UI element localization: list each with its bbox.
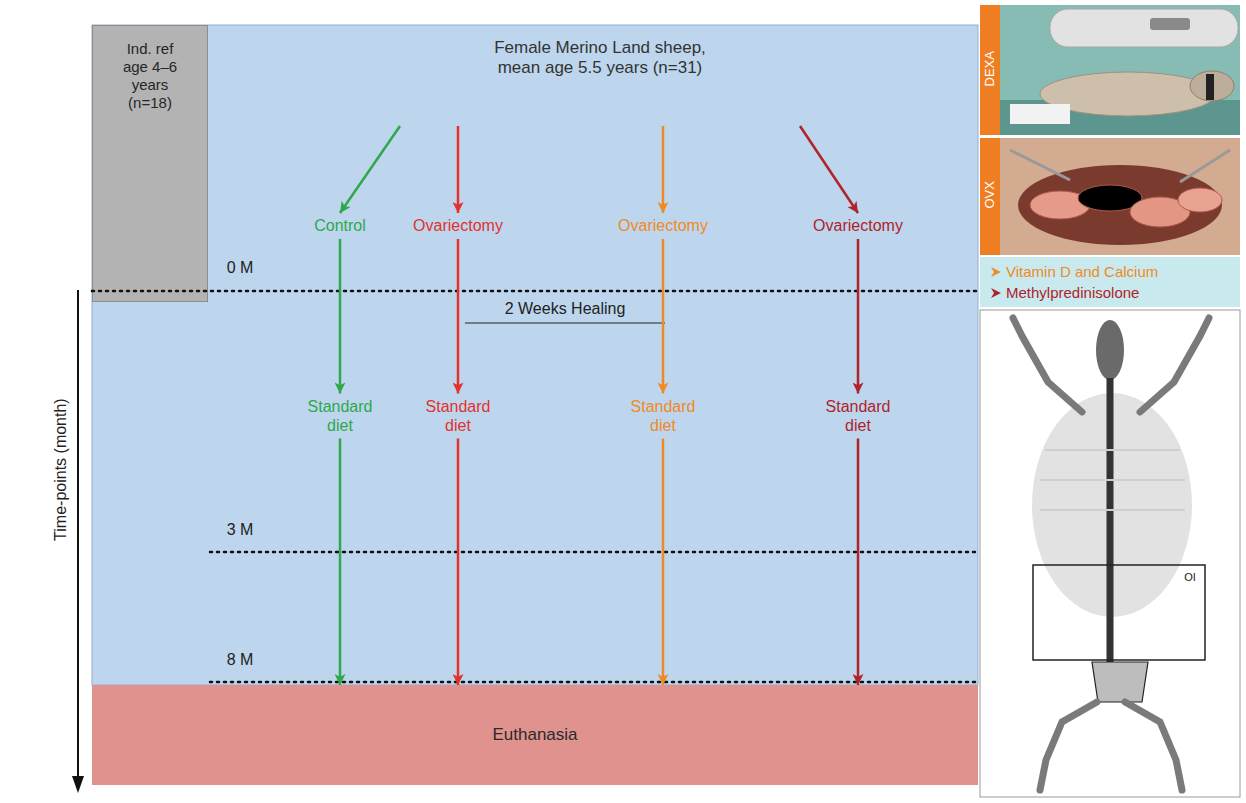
diet-label: Standard diet: [414, 394, 502, 439]
diet-label: Standard diet: [619, 394, 707, 439]
cloth: [1010, 104, 1070, 124]
group-label: Ovariectomy: [408, 213, 508, 239]
rib: [1045, 449, 1180, 451]
method-tab: OVX: [980, 138, 1000, 255]
diet-label-text: Standard diet: [819, 397, 897, 435]
reference-group-box: Ind. ref age 4–6 years (n=18): [92, 25, 208, 302]
method-tab-text: DEXA: [982, 51, 998, 86]
legend-text: Vitamin D and Calcium: [1006, 263, 1158, 280]
flow-arrow: [339, 439, 342, 686]
strap: [1206, 74, 1214, 100]
instrument: [1010, 150, 1070, 180]
method-tab-text: OVX: [982, 181, 998, 208]
photo-ground: [1000, 138, 1240, 255]
ovx-photo: [1000, 138, 1240, 255]
time-point-label: 8 M: [227, 650, 254, 669]
flow-arrow: [457, 126, 460, 213]
group-label: Ovariectomy: [808, 213, 908, 239]
photo-ground: [1000, 5, 1240, 135]
flow-arrow: [340, 126, 400, 213]
phase-label: 2 Weeks Healing: [505, 299, 626, 318]
diet-label-text: Standard diet: [624, 397, 702, 435]
legend-swatch: [990, 266, 1002, 278]
axis-title: Time-points (month): [50, 399, 69, 542]
flow-arrow: [857, 439, 860, 686]
time-point-label: 0 M: [227, 258, 254, 277]
scanner-panel: [1150, 18, 1190, 30]
hind-leg: [1125, 702, 1182, 790]
cohort-heading-text: Female Merino Land sheep, mean age 5.5 y…: [475, 38, 725, 79]
legend-row: Vitamin D and Calcium: [990, 261, 1158, 282]
lumbar-roi: [1033, 565, 1205, 660]
time-point-line: [92, 290, 208, 293]
fore-leg: [1140, 318, 1209, 412]
diet-label: Standard diet: [296, 394, 384, 439]
flow-arrow: [339, 239, 342, 394]
legend-text: Methylpredinisolone: [1006, 284, 1139, 301]
group-label: Control: [309, 213, 371, 239]
flow-arrow: [662, 126, 665, 213]
group-label-text: Ovariectomy: [813, 216, 903, 235]
roi-number: OI: [1184, 571, 1196, 584]
reference-group-box-text: Ind. ref age 4–6 years (n=18): [117, 40, 183, 112]
hind-leg: [1040, 702, 1097, 790]
fore-leg: [1013, 318, 1082, 412]
method-tab: DEXA: [980, 5, 1000, 135]
incision: [1018, 165, 1222, 245]
sheep-skull: [1096, 320, 1124, 380]
euthanasia-band: Euthanasia: [92, 685, 978, 785]
diet-label-text: Standard diet: [419, 397, 497, 435]
group-label-text: Ovariectomy: [413, 216, 503, 235]
legend-swatch-shape: [991, 288, 1001, 298]
legend-row: Methylpredinisolone: [990, 282, 1158, 303]
flow-arrow: [800, 126, 858, 213]
time-point-line: [210, 681, 978, 684]
rib: [1040, 509, 1185, 511]
legend: Vitamin D and CalciumMethylpredinisolone: [990, 261, 1158, 303]
xray-image: [980, 310, 1240, 797]
diet-label: Standard diet: [814, 394, 902, 439]
time-point-label: 3 M: [227, 520, 254, 539]
flow-arrow: [662, 439, 665, 686]
instrument: [1180, 150, 1230, 182]
flow-arrow: [457, 439, 460, 686]
time-point-line: [92, 290, 978, 293]
dexa-photo: [1000, 5, 1240, 135]
spine: [1107, 378, 1114, 702]
xray-frame: [980, 310, 1240, 797]
group-label: Ovariectomy: [613, 213, 713, 239]
diet-label-text: Standard diet: [301, 397, 379, 435]
sheep-head: [1190, 71, 1234, 101]
intestine: [1178, 188, 1222, 212]
time-axis: [77, 290, 79, 778]
pelvis-roi: [1092, 662, 1148, 702]
time-point-line: [210, 551, 978, 554]
flow-arrow: [662, 239, 665, 394]
legend-panel: [980, 257, 1240, 307]
euthanasia-band-text: Euthanasia: [492, 725, 577, 745]
flow-arrow: [857, 239, 860, 394]
rib: [1040, 479, 1185, 481]
study-panel: [92, 25, 978, 685]
time-axis-head: [72, 776, 84, 793]
group-label-text: Control: [314, 216, 366, 235]
healing-bar: [465, 323, 665, 324]
legend-swatch: [990, 287, 1002, 299]
legend-swatch-shape: [991, 267, 1001, 277]
scanner-arm: [1050, 9, 1238, 47]
flow-arrow: [457, 239, 460, 394]
cohort-heading: Female Merino Land sheep, mean age 5.5 y…: [375, 34, 825, 126]
group-label-text: Ovariectomy: [618, 216, 708, 235]
